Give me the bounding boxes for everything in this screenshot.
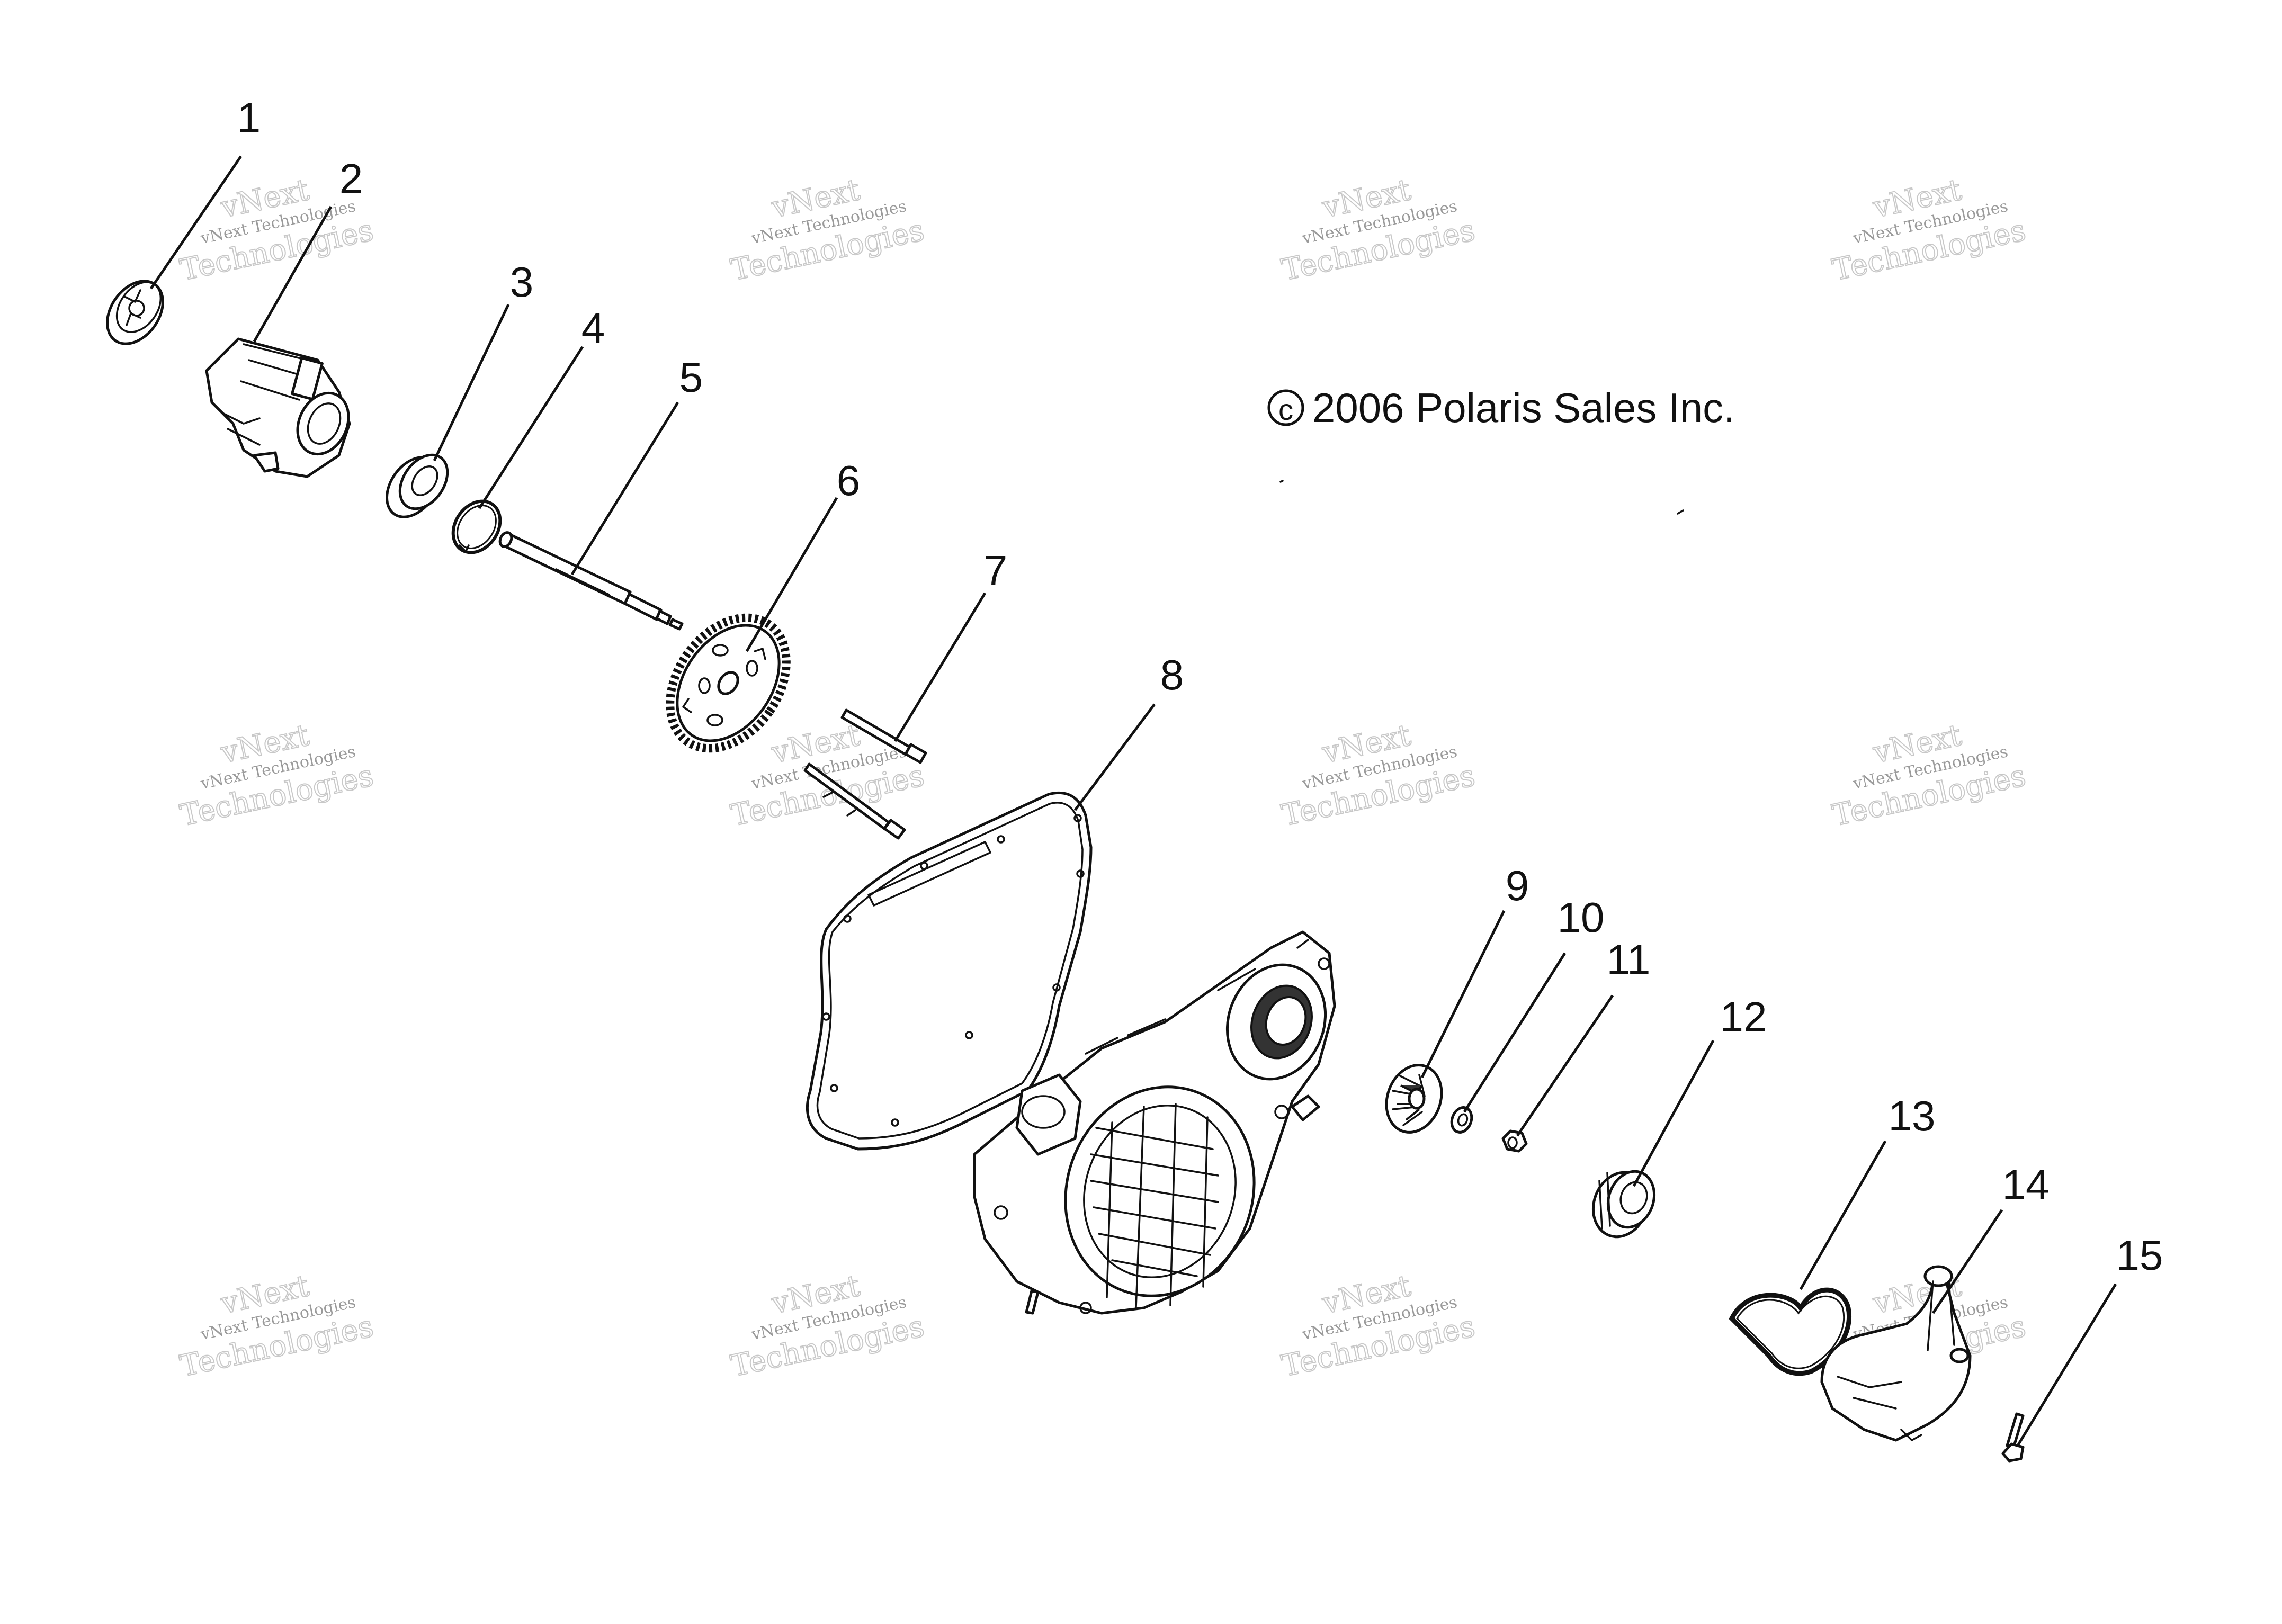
leader-line-6 [745, 497, 838, 652]
callout-12: 12 [1720, 993, 1767, 1040]
leader-line-2 [253, 205, 333, 343]
callout-5: 5 [679, 354, 703, 401]
leader-line-8 [1074, 703, 1156, 811]
leader-line-11 [1516, 994, 1614, 1137]
leader-line-3 [433, 303, 510, 462]
leader-line-10 [1463, 952, 1567, 1113]
engine-side-cover [973, 930, 1336, 1315]
copyright-notice: c 2006 Polaris Sales Inc. [1267, 384, 1735, 431]
part-6-drive-gear [666, 613, 791, 753]
callout-10: 10 [1558, 894, 1605, 941]
leader-line-7 [893, 592, 987, 742]
part-15-bolt [2001, 1412, 2025, 1463]
copyright-symbol: c [1278, 393, 1293, 426]
part-10-washer [1450, 1106, 1473, 1134]
stray-mark [1677, 509, 1684, 515]
callout-2: 2 [339, 155, 363, 202]
leader-line-12 [1632, 1039, 1715, 1187]
callout-1: 1 [237, 94, 261, 141]
leader-line-9 [1420, 910, 1506, 1079]
callout-9: 9 [1506, 862, 1529, 909]
callouts: 1 2 3 4 5 6 7 8 9 10 11 12 13 14 15 [149, 94, 2163, 1447]
part-5-pump-shaft [498, 531, 684, 631]
part-1-pump-rotor [106, 280, 164, 345]
callout-6: 6 [837, 457, 861, 504]
part-7-bolts [803, 708, 927, 840]
leader-line-1 [149, 155, 243, 290]
callout-11: 11 [1606, 936, 1650, 983]
part-2-pump-housing [205, 337, 351, 478]
leader-line-13 [1799, 1140, 1887, 1290]
leader-line-5 [570, 401, 679, 576]
callout-14: 14 [2002, 1161, 2050, 1208]
part-9-water-pump-impeller [1385, 1064, 1443, 1134]
callout-15: 15 [2116, 1232, 2163, 1279]
leader-line-15 [2016, 1283, 2117, 1447]
part-3-bearing [386, 453, 449, 518]
callout-4: 4 [581, 304, 605, 352]
leader-line-14 [1931, 1209, 2003, 1314]
callout-7: 7 [984, 547, 1008, 594]
stray-mark [1279, 480, 1284, 483]
part-11-nut [1501, 1129, 1528, 1153]
part-13-o-ring [1729, 1287, 1851, 1376]
part-8-cover-gasket [806, 791, 1093, 1151]
part-12-seal [1591, 1170, 1656, 1239]
copyright-text: 2006 Polaris Sales Inc. [1312, 384, 1735, 431]
callout-3: 3 [510, 258, 534, 306]
part-4-snap-ring [451, 499, 502, 554]
callout-8: 8 [1160, 651, 1184, 698]
leader-line-4 [478, 346, 584, 509]
callout-13: 13 [1889, 1092, 1936, 1140]
